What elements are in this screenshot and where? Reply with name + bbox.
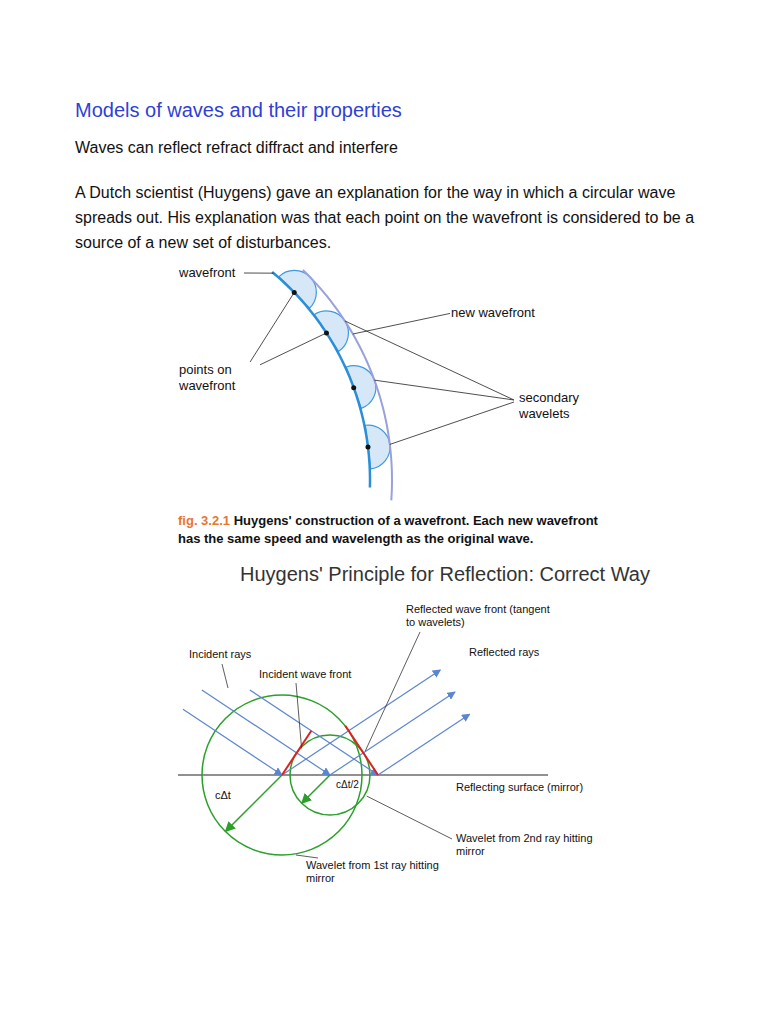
part-label: Reflecting surface (mirror)	[455, 781, 584, 794]
leader-line	[353, 313, 452, 334]
part-label: new wavefront	[450, 305, 536, 321]
radius-arrow	[225, 775, 282, 832]
diagram-heading: Huygens' Principle for Reflection: Corre…	[240, 562, 650, 586]
leader-line	[390, 402, 514, 444]
part-label: Wavelet from 2nd ray hitting mirror	[455, 832, 622, 858]
leader-line	[244, 273, 274, 274]
incident-ray	[250, 690, 378, 775]
reflected-ray	[282, 670, 440, 775]
part-label: wavefront	[178, 265, 236, 281]
figure-number: fig. 3.2.1	[178, 513, 230, 528]
wavefront-point	[365, 445, 370, 450]
dimension-label: cΔt/2	[335, 779, 360, 791]
leader-line	[222, 664, 228, 688]
part-label: secondary wavelets	[518, 390, 600, 421]
figure-caption-text: Huygens' construction of a wavefront. Ea…	[178, 513, 598, 546]
reflected-ray	[378, 714, 470, 775]
leader-line	[374, 380, 514, 400]
leader-line	[296, 855, 318, 858]
incident-ray	[183, 709, 282, 775]
part-label: Wavelet from 1st ray hitting mirror	[305, 859, 447, 885]
intro-line: Waves can reflect refract diffract and i…	[75, 138, 398, 157]
wavelet-circle	[290, 735, 370, 815]
spacer	[230, 513, 234, 528]
part-label: Incident wave front	[258, 668, 352, 681]
leader-line	[365, 632, 420, 751]
secondary-wavelet	[279, 270, 316, 308]
wavefront-point	[351, 385, 356, 390]
leader-line	[296, 683, 302, 748]
figure-caption: fig. 3.2.1 Huygens' construction of a wa…	[178, 512, 618, 548]
leader-line	[245, 292, 294, 370]
wavelet-circle	[202, 695, 362, 855]
leader-line	[345, 321, 514, 400]
part-label: Reflected rays	[468, 646, 540, 659]
radius-arrow	[302, 775, 330, 803]
intro-paragraph: A Dutch scientist (Huygens) gave an expl…	[75, 180, 725, 255]
dimension-label: cΔt	[214, 789, 232, 802]
reflected-ray	[330, 692, 455, 775]
incident-ray	[202, 690, 330, 775]
mirror-surface	[178, 774, 548, 775]
new-wavefront-arc	[303, 270, 392, 500]
page-heading: Models of waves and their properties	[75, 98, 402, 122]
part-label: points on wavefront	[178, 362, 260, 393]
leader-line	[367, 796, 452, 839]
part-label: Reflected wave front (tangent to wavelet…	[405, 603, 557, 629]
part-label: Incident rays	[188, 648, 252, 661]
incident-wavefront	[282, 731, 311, 775]
reflection-diagram	[178, 632, 548, 858]
